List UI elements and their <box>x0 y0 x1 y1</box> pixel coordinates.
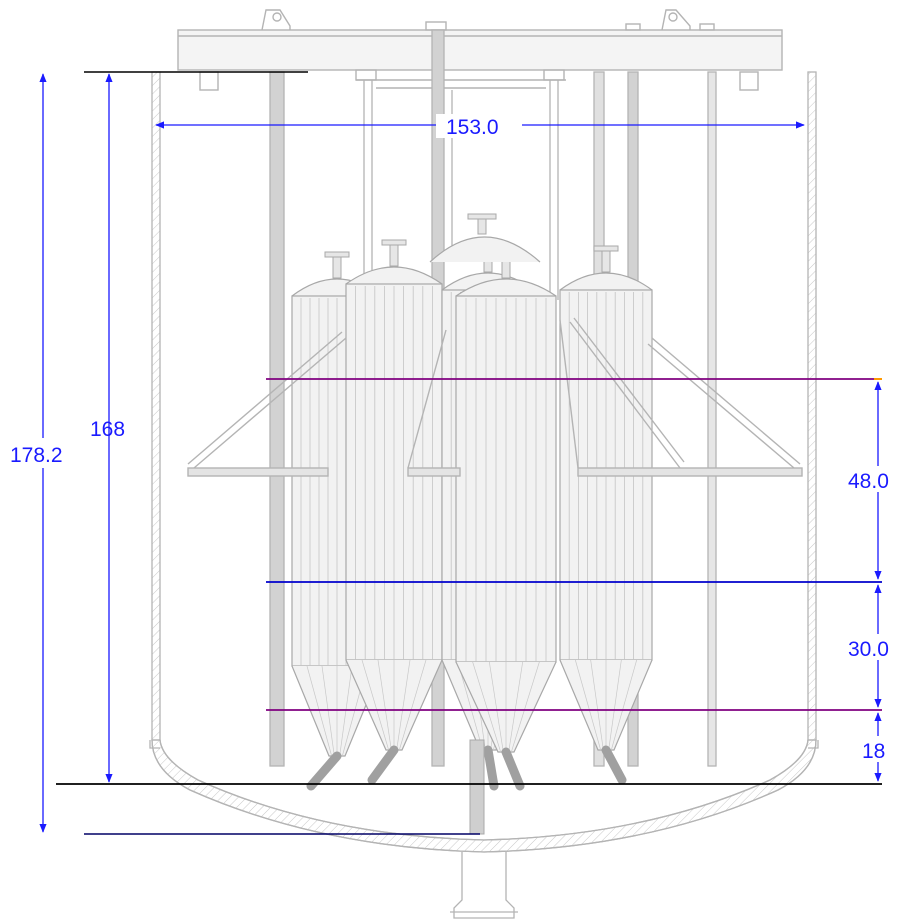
candle-cone-line <box>377 659 392 751</box>
candle-outlet <box>501 747 525 791</box>
lifting-lug-right <box>661 9 691 31</box>
dim-lower-zone-label: 18 <box>862 740 885 763</box>
candle-cone-line <box>472 661 502 753</box>
candle-outlet <box>601 745 627 785</box>
pad-mid-left <box>355 69 377 81</box>
candle-outlet <box>483 745 499 791</box>
support-beam-right <box>577 467 803 477</box>
brace-inner-right <box>569 321 681 469</box>
support-arms <box>187 317 803 477</box>
candle-top-nozzle <box>389 243 399 267</box>
lifting-lug-left <box>261 9 291 31</box>
right-wall <box>807 71 817 741</box>
candle-dome <box>559 272 653 291</box>
candle-top-flange <box>324 251 350 258</box>
brace-left <box>187 331 343 465</box>
lifting-lug-left-hole <box>272 12 282 22</box>
candle-cone-line <box>488 661 504 753</box>
candle-outlet <box>367 745 399 785</box>
candle-dome <box>345 266 443 285</box>
center-dome <box>429 236 541 263</box>
pad-right <box>739 71 759 91</box>
rod-5 <box>707 71 717 767</box>
brace-center-right <box>559 319 579 469</box>
candle-cone-line <box>610 659 638 751</box>
candle-top-flange <box>381 239 407 246</box>
dim-middle-zone-label: 30.0 <box>848 638 889 661</box>
dim-inner-width-label: 153.0 <box>446 116 499 139</box>
candle-cone-line <box>396 659 411 751</box>
candle-cone-line <box>590 659 604 751</box>
vessel-shell <box>149 71 819 919</box>
top-fitting-right-b <box>699 23 715 31</box>
candle-cone-line <box>339 665 353 757</box>
dim-inner-height-label: 168 <box>90 418 125 441</box>
knuckle-left <box>149 740 160 749</box>
candle-dome <box>455 278 557 297</box>
top-fitting-right-a <box>625 23 641 31</box>
candle-top-nozzle <box>601 249 611 273</box>
brace-right-2 <box>647 343 795 469</box>
lifting-lug-right-hole <box>668 12 678 22</box>
bottom-head-hatch <box>151 739 817 853</box>
center-top-flange <box>467 213 497 220</box>
candle-cone-line <box>608 659 622 751</box>
candle-top-flange <box>593 245 619 252</box>
dim-overall-height-label: 178.2 <box>10 444 63 467</box>
bottom-outlet <box>453 852 515 919</box>
pad-mid-right <box>543 69 565 81</box>
dimension-labels: 178.2 168 153.0 48.0 30.0 18 <box>6 114 904 763</box>
rod-1 <box>269 71 285 767</box>
left-wall <box>151 71 161 741</box>
candle-cone-line <box>361 659 390 751</box>
center-top-nozzle <box>477 217 487 235</box>
brace-inner-right-2 <box>573 317 685 463</box>
brace-right <box>651 337 801 465</box>
candle-cone-line <box>321 665 335 757</box>
candle-cone-line <box>510 661 540 753</box>
dim-upper-zone-label: 48.0 <box>848 470 889 493</box>
candle-outlet <box>306 751 342 791</box>
candle-cone-line <box>398 659 427 751</box>
candle-cone-line <box>306 665 333 757</box>
filter-candles <box>291 213 653 835</box>
top-cover <box>177 9 783 91</box>
brace-left-2 <box>193 337 347 469</box>
level-lines <box>56 71 882 835</box>
brace-center-left <box>407 329 447 469</box>
pad-left <box>199 71 219 91</box>
candle-top-nozzle <box>332 255 342 279</box>
knuckle-right <box>808 740 819 749</box>
candle-cone-line <box>508 661 524 753</box>
support-beam-center <box>407 467 461 477</box>
support-beam-left <box>187 467 329 477</box>
top-fitting-center <box>425 21 447 31</box>
candle-cone-line <box>574 659 602 751</box>
center-outlet-pipe <box>469 739 485 835</box>
